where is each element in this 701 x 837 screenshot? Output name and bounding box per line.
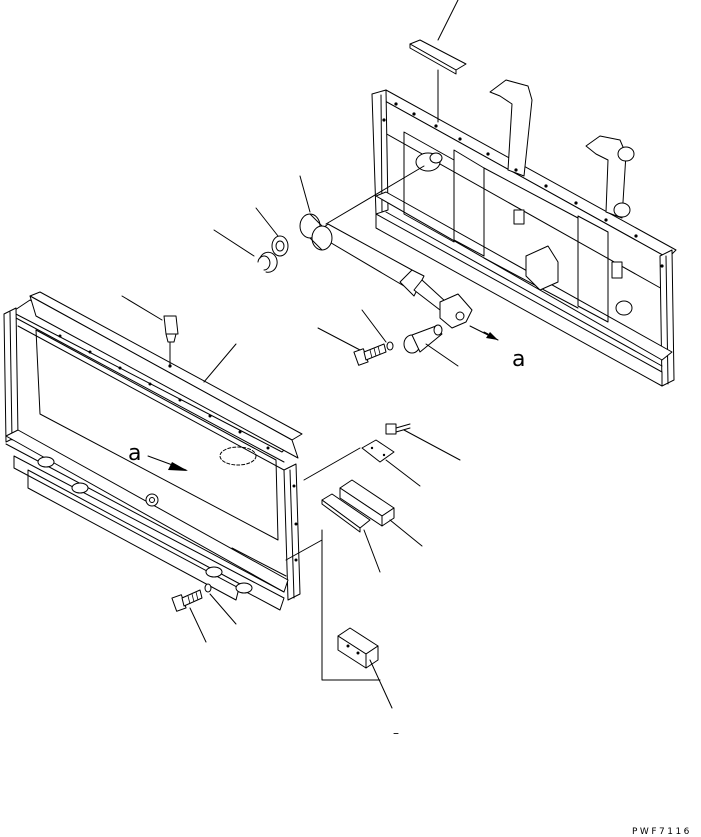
cylinder-pin [403, 324, 443, 354]
mount-washer [204, 583, 212, 593]
retaining-plate [386, 341, 394, 351]
shift-frame [3, 291, 303, 611]
view-arrow-lower [147, 455, 188, 471]
view-marker-upper: a [512, 347, 525, 372]
cover-bolt [385, 423, 411, 435]
shift-cylinder [315, 223, 473, 329]
shift-plate [409, 39, 467, 75]
figure-code: PWF7116 [632, 827, 692, 837]
leader-lines [121, 0, 461, 709]
washer [271, 235, 289, 257]
snap-ring [257, 251, 278, 273]
view-arrow-upper [469, 325, 499, 341]
connector-lines [231, 69, 439, 681]
fork-carriage [371, 79, 677, 387]
lower-stopper [337, 627, 379, 669]
slide-pad-lower [321, 493, 371, 533]
grease-fitting [163, 315, 179, 368]
mount-bolt [171, 589, 203, 612]
cylinder-bushing [299, 213, 333, 251]
view-marker-lower: a [128, 441, 141, 466]
cover-plate [361, 439, 395, 463]
lock-bolt [353, 343, 387, 366]
footnote-mark: – [393, 726, 399, 740]
slide-pad-upper [339, 479, 395, 527]
